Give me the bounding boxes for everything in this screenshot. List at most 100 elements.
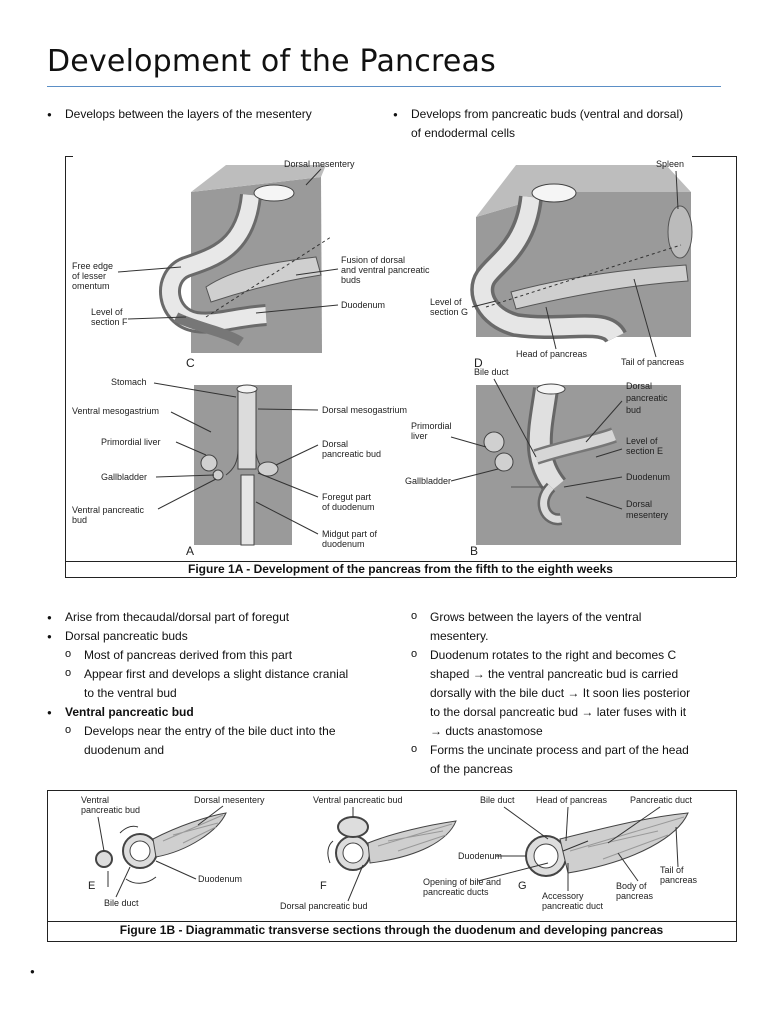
panel-e-label-1: pancreatic bud — [81, 805, 140, 815]
panel-a-label-5: pancreatic bud — [322, 449, 381, 459]
panel-d-label-1: Level of — [430, 297, 462, 307]
panel-e-label-4: Bile duct — [104, 898, 139, 908]
panel-a-label-2: Dorsal mesogastrium — [322, 405, 407, 415]
panel-d-label-2: section G — [430, 307, 468, 317]
figure-1a-corner-left — [65, 156, 73, 157]
panel-d-letter: D — [474, 356, 483, 370]
panel-c-label-4: Fusion of dorsal — [341, 255, 405, 265]
panel-g-label-7: pancreatic duct — [542, 901, 604, 911]
figure-1a-caption-rule — [65, 561, 736, 562]
panel-e-drawing — [95, 812, 227, 887]
panel-g-labels: Bile duct Head of pancreas Pancreatic du… — [423, 795, 698, 911]
panel-g-label-2: Pancreatic duct — [630, 795, 693, 805]
panel-a-letter: A — [186, 544, 194, 558]
figure-1b-frame — [47, 790, 737, 942]
panel-c-label-1: Free edge — [72, 261, 113, 271]
title-underline — [47, 86, 721, 87]
sub-bullet-duodenum-rotates-line5: → ducts anastomose — [430, 724, 543, 738]
page-title: Development of the Pancreas — [47, 44, 496, 79]
panel-c-label-2: of lesser — [72, 271, 106, 281]
bullet-ventral-bud: Ventral pancreatic bud — [47, 703, 377, 722]
panel-a-label-3: Primordial liver — [101, 437, 161, 447]
panel-d-labels: Spleen Level of section G Head of pancre… — [430, 159, 685, 370]
panel-c-label-6: buds — [341, 275, 361, 285]
panel-b-label-0: Bile duct — [474, 367, 509, 377]
panel-e-labels: Ventral pancreatic bud Dorsal mesentery … — [81, 795, 265, 908]
sub-bullet-appear-first: Appear first and develops a slight dista… — [47, 664, 377, 703]
figure-1b-illustration: Ventral pancreatic bud Dorsal mesentery … — [81, 795, 698, 911]
sub-bullet-develops-near-line1: Develops near the entry of the bile duct… — [84, 724, 336, 738]
sub-bullet-uncinate-line1: Forms the uncinate process and part of t… — [430, 743, 689, 757]
panel-c-label-9: section F — [91, 317, 128, 327]
panel-g-drawing — [525, 812, 689, 877]
panel-c-labels: Dorsal mesentery Free edge of lesser ome… — [72, 159, 430, 370]
panel-b-label-4: Primordial — [411, 421, 452, 431]
figure-1a-illustration: Dorsal mesentery Free edge of lesser ome… — [72, 159, 693, 558]
panel-b-label-8: Gallbladder — [405, 476, 451, 486]
panel-d-label-3: Head of pancreas — [516, 349, 588, 359]
sub-bullet-appear-first-line2: to the ventral bud — [84, 686, 177, 700]
panel-e-label-2: Dorsal mesentery — [194, 795, 265, 805]
panel-c-label-8: Level of — [91, 307, 123, 317]
sub-bullet-duodenum-rotates-line4: to the dorsal pancreatic bud → later fus… — [430, 705, 687, 719]
panel-c-label-3: omentum — [72, 281, 110, 291]
sub-bullet-develops-near: Develops near the entry of the bile duct… — [47, 721, 377, 760]
panel-b-label-1: Dorsal — [626, 381, 652, 391]
panel-b-label-10: Dorsal — [626, 499, 652, 509]
sub-bullet-uncinate-line2: of the pancreas — [430, 762, 513, 776]
panel-c-label-7: Duodenum — [341, 300, 385, 310]
sub-bullet-ventral-mesentery: Grows between the layers of the ventral … — [393, 607, 721, 646]
sub-bullet-ventral-mesentery-line2: mesentery. — [430, 629, 489, 643]
panel-c-letter: C — [186, 356, 195, 370]
panel-b-labels: Bile duct Dorsal pancreatic bud Primordi… — [405, 367, 670, 558]
sub-bullet-uncinate: Forms the uncinate process and part of t… — [393, 740, 721, 779]
sub-bullet-appear-first-line1: Appear first and develops a slight dista… — [84, 667, 349, 681]
panel-g-label-11: pancreas — [660, 875, 698, 885]
sub-bullet-duodenum-rotates: Duodenum rotates to the right and become… — [393, 645, 721, 741]
panel-f-label-1: Dorsal pancreatic bud — [280, 901, 368, 911]
panel-g-label-6: Accessory — [542, 891, 584, 901]
figure-1a-caption: Figure 1A - Development of the pancreas … — [188, 562, 613, 576]
panel-g-letter: G — [518, 880, 527, 892]
panel-b-label-3: bud — [626, 405, 641, 415]
bullet-mesentery: Develops between the layers of the mesen… — [47, 105, 367, 124]
bullet-caudal-foregut: Arise from thecaudal/dorsal part of fore… — [47, 608, 377, 627]
panel-b-label-11: mesentery — [626, 510, 669, 520]
panel-a-label-9: Ventral pancreatic — [72, 505, 145, 515]
panel-f-labels: Ventral pancreatic bud Dorsal pancreatic… — [280, 795, 403, 911]
figure-1a-frame — [65, 156, 737, 577]
top-left-bullets: Develops between the layers of the mesen… — [47, 105, 367, 124]
bullet-pancreatic-buds: Develops from pancreatic buds (ventral a… — [393, 105, 723, 143]
panel-a-label-7: Foregut part — [322, 492, 372, 502]
panel-c-label-0: Dorsal mesentery — [284, 159, 355, 169]
panel-g-label-4: Opening of bile and — [423, 877, 501, 887]
panel-b-label-2: pancreatic — [626, 393, 668, 403]
bullet-pancreatic-buds-line2: of endodermal cells — [411, 126, 516, 140]
panel-f-drawing — [327, 816, 457, 871]
bullet-dorsal-buds: Dorsal pancreatic buds — [47, 627, 377, 646]
panel-a-label-10: bud — [72, 515, 87, 525]
panel-a-label-11: Midgut part of — [322, 529, 378, 539]
panel-b-label-7: section E — [626, 446, 663, 456]
panel-a-drawing — [194, 384, 292, 546]
middle-left-bullets: Arise from thecaudal/dorsal part of fore… — [47, 608, 377, 760]
figure-1b-caption-rule — [47, 921, 736, 922]
panel-a-label-8: of duodenum — [322, 502, 375, 512]
panel-c-label-5: and ventral pancreatic — [341, 265, 430, 275]
panel-g-label-0: Bile duct — [480, 795, 515, 805]
sub-bullet-duodenum-rotates-line3: dorsally with the bile duct → It soon li… — [430, 686, 691, 700]
sub-bullet-duodenum-rotates-line2: shaped → the ventral pancreatic bud is c… — [430, 667, 679, 681]
panel-g-label-5: pancreatic ducts — [423, 887, 489, 897]
panel-a-label-12: duodenum — [322, 539, 365, 549]
panel-d-label-4: Tail of pancreas — [621, 357, 685, 367]
panel-b-label-6: Level of — [626, 436, 658, 446]
panel-g-label-1: Head of pancreas — [536, 795, 608, 805]
panel-c-drawing — [159, 165, 332, 353]
panel-g-label-9: pancreas — [616, 891, 654, 901]
panel-a-labels: Stomach Ventral mesogastrium Dorsal meso… — [72, 377, 407, 558]
sub-bullet-develops-near-line2: duodenum and — [84, 743, 165, 757]
bullet-pancreatic-buds-line1: Develops from pancreatic buds (ventral a… — [411, 107, 684, 121]
panel-g-label-8: Body of — [616, 881, 647, 891]
panel-e-letter: E — [88, 880, 95, 892]
panel-a-label-0: Stomach — [111, 377, 147, 387]
